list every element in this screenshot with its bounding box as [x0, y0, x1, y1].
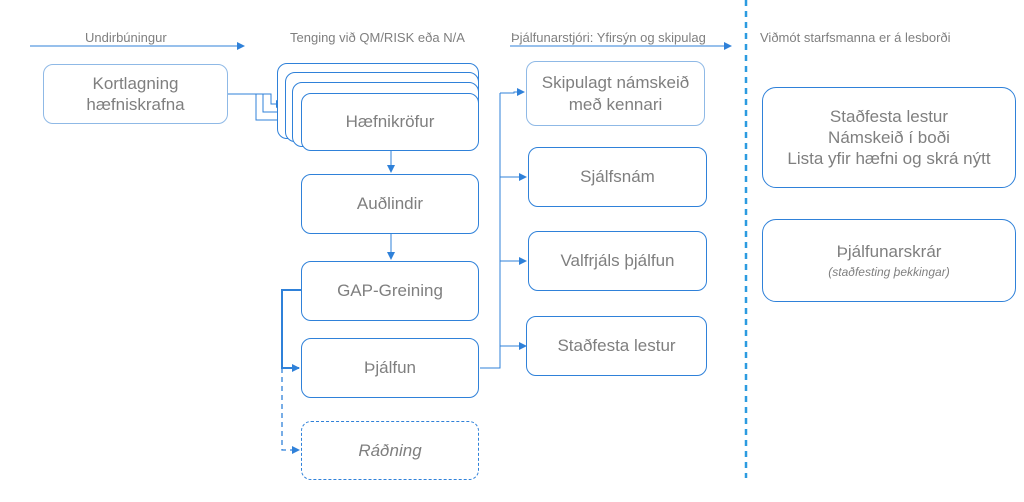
gap-analysis-box: GAP-Greining [301, 261, 479, 321]
resources-label: Auðlindir [356, 194, 424, 214]
employee-info-label: Staðfesta lestur Námskeið í boði Lista y… [787, 106, 991, 169]
connector-trunk-course [500, 88, 525, 96]
requirements-label: Hæfnikröfur [345, 112, 435, 132]
gap-analysis-label: GAP-Greining [337, 281, 443, 301]
training-label: Þjálfun [364, 358, 416, 378]
mapping-label: Kortlagning hæfniskrafna [86, 73, 185, 114]
connector-training-trunk [480, 93, 501, 369]
training-box: Þjálfun [301, 338, 479, 398]
training-records-title: Þjálfunarskrár [836, 242, 942, 262]
header-training-manager: Þjálfunarstjóri: Yfirsýn og skipulag [511, 30, 706, 45]
hiring-box: Ráðning [301, 421, 479, 480]
free-training-box: Valfrjáls þjálfun [528, 231, 707, 291]
self-study-label: Sjálfsnám [580, 167, 655, 187]
requirements-box: Hæfnikröfur [301, 93, 479, 151]
course-box: Skipulagt námskeið með kennari [526, 61, 705, 126]
connector-training-hiring [281, 368, 300, 454]
employee-info-box: Staðfesta lestur Námskeið í boði Lista y… [762, 87, 1016, 188]
hiring-label: Ráðning [358, 440, 422, 460]
header-qm-risk: Tenging við QM/RISK eða N/A [290, 30, 465, 45]
confirm-reading-box: Staðfesta lestur [526, 316, 707, 376]
header-preparation: Undirbúningur [85, 30, 167, 45]
mapping-box: Kortlagning hæfniskrafna [43, 64, 228, 124]
connector-gap-training [281, 289, 301, 372]
self-study-box: Sjálfsnám [528, 147, 707, 207]
training-records-box: Þjálfunarskrár (staðfesting þekkingar) [762, 219, 1016, 302]
resources-box: Auðlindir [301, 174, 479, 234]
free-training-label: Valfrjáls þjálfun [560, 251, 675, 271]
training-records-subtitle: (staðfesting þekkingar) [828, 264, 950, 279]
confirm-reading-label: Staðfesta lestur [557, 336, 676, 356]
course-label: Skipulagt námskeið með kennari [541, 73, 690, 114]
header-employee-interface: Viðmót starfsmanna er á lesborði [760, 30, 951, 45]
